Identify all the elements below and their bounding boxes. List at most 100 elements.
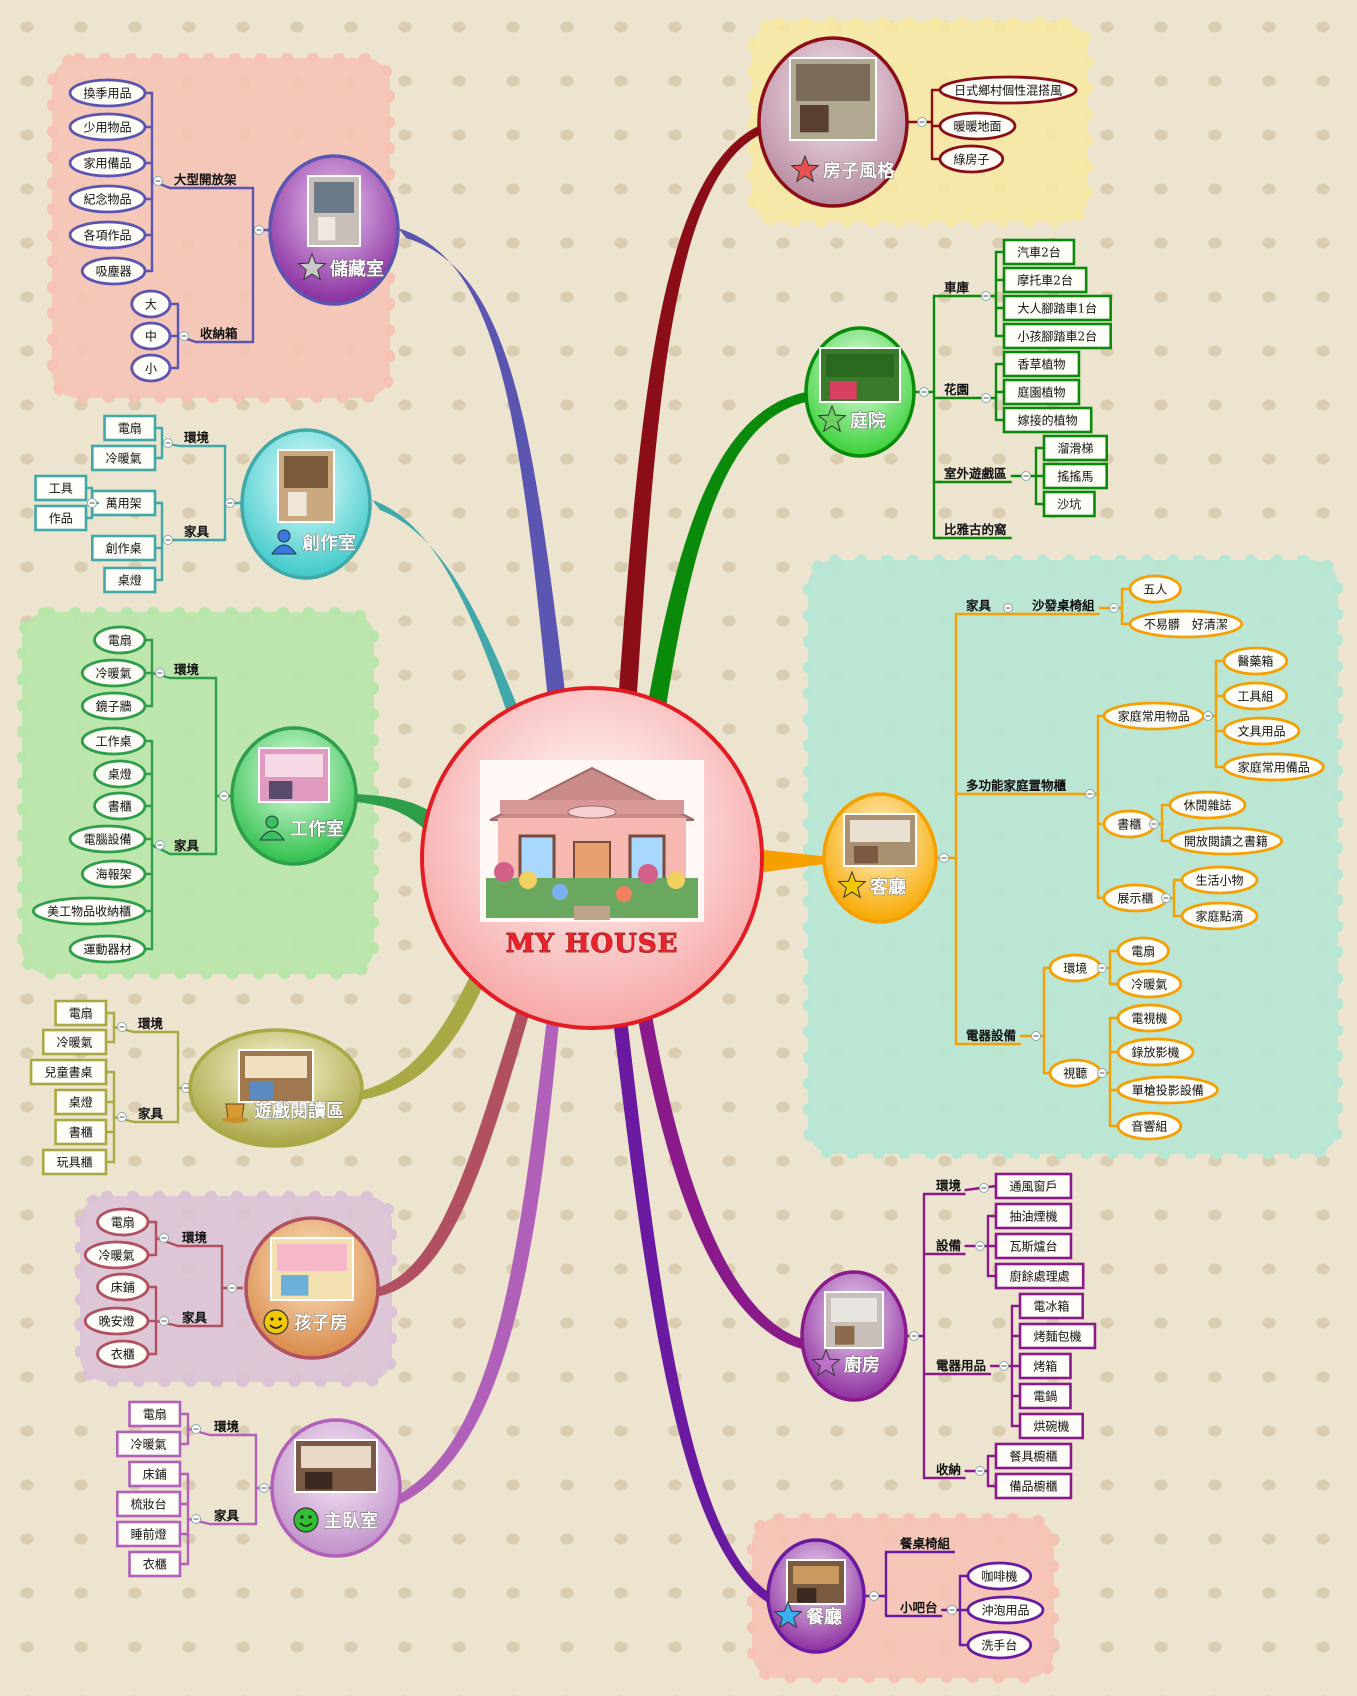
leaf-node[interactable]: 衣櫃	[96, 1339, 150, 1369]
leaf-node[interactable]: 醫藥箱	[1222, 646, 1289, 676]
leaf-node[interactable]: 桌燈	[54, 1088, 108, 1116]
leaf-node[interactable]: 小	[130, 353, 172, 383]
central-topic[interactable]: MY HOUSE	[420, 686, 764, 1030]
collapse-toggle[interactable]	[909, 1331, 919, 1341]
leaf-node[interactable]: 各項作品	[68, 220, 147, 250]
leaf-node[interactable]: 電腦設備	[68, 824, 147, 854]
leaf-node[interactable]: 書櫃	[93, 791, 147, 821]
leaf-node[interactable]: 通風窗戶	[994, 1172, 1073, 1200]
leaf-node[interactable]: 冷暖氣	[83, 1240, 150, 1270]
leaf-node[interactable]: 沖泡用品	[966, 1595, 1045, 1625]
topic-studio[interactable]: 創作室	[240, 428, 372, 580]
leaf-node[interactable]: 電視機	[1116, 1003, 1183, 1033]
leaf-node[interactable]: 電冰箱	[1018, 1292, 1085, 1320]
leaf-node[interactable]: 萬用架	[90, 489, 157, 517]
leaf-node-shape[interactable]	[54, 1088, 108, 1116]
leaf-node[interactable]: 電鍋	[1018, 1382, 1072, 1410]
collapse-toggle[interactable]	[1149, 819, 1159, 829]
leaf-node[interactable]: 創作桌	[90, 534, 157, 562]
collapse-toggle[interactable]	[155, 840, 165, 850]
collapse-toggle[interactable]	[159, 1233, 169, 1243]
topic-style[interactable]: 房子風格	[757, 36, 909, 208]
leaf-node[interactable]: 香草植物	[1002, 350, 1081, 378]
leaf-node[interactable]: 錄放影機	[1116, 1037, 1195, 1067]
collapse-toggle[interactable]	[947, 1605, 957, 1615]
leaf-node[interactable]: 紀念物品	[68, 184, 147, 214]
collapse-toggle[interactable]	[1109, 603, 1119, 613]
collapse-toggle[interactable]	[179, 331, 189, 341]
collapse-toggle[interactable]	[939, 853, 949, 863]
topic-garden[interactable]: 庭院	[804, 326, 916, 458]
leaf-node[interactable]: 運動器材	[68, 934, 147, 964]
topic-storage[interactable]: 儲藏室	[268, 154, 400, 306]
leaf-node[interactable]: 家庭常用物品	[1102, 701, 1205, 731]
collapse-toggle[interactable]	[163, 438, 173, 448]
leaf-node[interactable]: 小孩腳踏車2台	[1002, 322, 1112, 350]
collapse-toggle[interactable]	[981, 291, 991, 301]
topic-workroom[interactable]: 工作室	[230, 726, 358, 866]
collapse-toggle[interactable]	[227, 1283, 237, 1293]
leaf-node-shape[interactable]	[115, 1490, 182, 1518]
leaf-node[interactable]: 休閒雜誌	[1168, 790, 1247, 820]
leaf-node[interactable]: 廚餘處理處	[994, 1262, 1085, 1290]
leaf-node[interactable]: 作品	[34, 504, 88, 532]
leaf-node[interactable]: 少用物品	[68, 112, 147, 142]
leaf-node-shape[interactable]	[1002, 350, 1081, 378]
topic-master[interactable]: 主臥室	[270, 1418, 402, 1558]
collapse-toggle[interactable]	[117, 1112, 127, 1122]
leaf-node[interactable]: 備品櫥櫃	[994, 1472, 1073, 1500]
leaf-node[interactable]: 冷暖氣	[80, 658, 147, 688]
leaf-node[interactable]: 不易髒 好清潔	[1128, 609, 1244, 639]
leaf-node-shape[interactable]	[994, 1472, 1073, 1500]
collapse-toggle[interactable]	[1161, 893, 1171, 903]
leaf-node[interactable]: 烤麵包機	[1018, 1322, 1097, 1350]
leaf-node-shape[interactable]	[994, 1232, 1073, 1260]
topic-dining[interactable]: 餐廳	[766, 1538, 866, 1654]
collapse-toggle[interactable]	[254, 225, 264, 235]
leaf-node-shape[interactable]	[29, 1058, 108, 1086]
collapse-toggle[interactable]	[155, 668, 165, 678]
collapse-toggle[interactable]	[975, 1466, 985, 1476]
leaf-node[interactable]: 摩托車2台	[1002, 266, 1088, 294]
leaf-node[interactable]: 冷暖氣	[41, 1028, 108, 1056]
leaf-node-shape[interactable]	[1018, 1322, 1097, 1350]
leaf-node[interactable]: 搖搖馬	[1042, 462, 1109, 490]
leaf-node-shape[interactable]	[128, 1460, 182, 1488]
leaf-node[interactable]: 汽車2台	[1002, 238, 1076, 266]
leaf-node[interactable]: 桌燈	[93, 759, 147, 789]
leaf-node[interactable]: 展示櫃	[1102, 883, 1169, 913]
leaf-node[interactable]: 單槍投影設備	[1116, 1075, 1219, 1105]
leaf-node[interactable]: 家庭常用備品	[1222, 752, 1325, 782]
leaf-node-shape[interactable]	[103, 566, 157, 594]
collapse-toggle[interactable]	[117, 1022, 127, 1032]
leaf-node[interactable]: 抽油煙機	[994, 1202, 1073, 1230]
collapse-toggle[interactable]	[1097, 963, 1107, 973]
leaf-node[interactable]: 換季用品	[68, 78, 147, 108]
leaf-node[interactable]: 工作桌	[80, 726, 147, 756]
leaf-node[interactable]: 晚安燈	[83, 1306, 150, 1336]
collapse-toggle[interactable]	[259, 1483, 269, 1493]
leaf-node[interactable]: 冷暖氣	[90, 444, 157, 472]
collapse-toggle[interactable]	[1031, 1031, 1041, 1041]
leaf-node[interactable]: 生活小物	[1180, 865, 1259, 895]
collapse-toggle[interactable]	[975, 1241, 985, 1251]
collapse-toggle[interactable]	[919, 387, 929, 397]
leaf-node[interactable]: 冷暖氣	[115, 1430, 182, 1458]
collapse-toggle[interactable]	[191, 1424, 201, 1434]
leaf-node[interactable]: 電扇	[54, 999, 108, 1027]
leaf-node[interactable]: 餐具櫥櫃	[994, 1442, 1073, 1470]
leaf-node[interactable]: 五人	[1128, 574, 1182, 604]
leaf-node-shape[interactable]	[1002, 322, 1112, 350]
collapse-toggle[interactable]	[999, 1361, 1009, 1371]
leaf-node[interactable]: 梳妝台	[115, 1490, 182, 1518]
leaf-node[interactable]: 視聽	[1048, 1058, 1102, 1088]
leaf-node[interactable]: 中	[130, 321, 172, 351]
leaf-node[interactable]: 書櫃	[1102, 809, 1156, 839]
leaf-node[interactable]: 音響組	[1116, 1111, 1183, 1141]
leaf-node-shape[interactable]	[1002, 266, 1088, 294]
leaf-node[interactable]: 開放閱讀之書籍	[1168, 826, 1284, 856]
collapse-toggle[interactable]	[191, 1514, 201, 1524]
leaf-node[interactable]: 沙坑	[1042, 490, 1096, 518]
leaf-node[interactable]: 綠房子	[938, 144, 1005, 174]
leaf-node[interactable]: 工具	[34, 474, 88, 502]
